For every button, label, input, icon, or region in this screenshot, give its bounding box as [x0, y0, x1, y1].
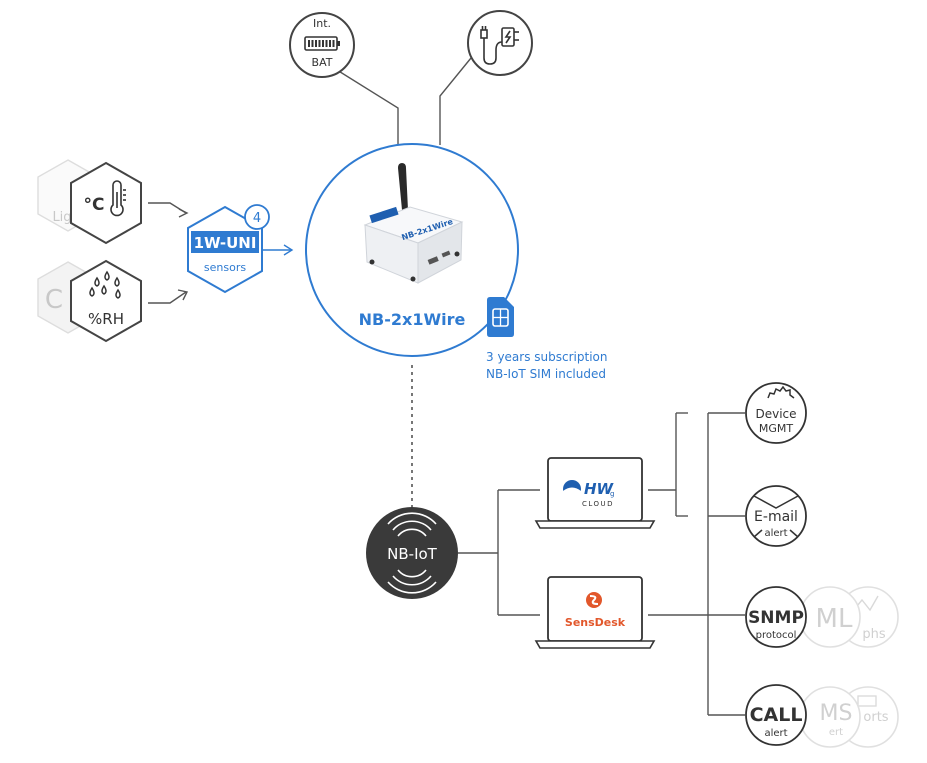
hwg-cloud-logo-icon	[563, 480, 581, 498]
hwg-logo-sub: g	[610, 490, 614, 498]
bus-sublabel: sensors	[204, 261, 246, 274]
device-mgmt-line1: Device	[755, 407, 796, 421]
call-alert-node: CALL alert	[745, 684, 807, 746]
nb-iot-label: NB-IoT	[387, 545, 438, 563]
ghost-light-label: Lig	[52, 210, 71, 225]
thermometer-icon	[110, 180, 126, 217]
bus-count-badge	[244, 204, 270, 230]
sms-ghost-sub: ert	[829, 727, 843, 738]
wireless-signal-icon	[387, 512, 437, 594]
nb-iot-node: NB-IoT	[366, 507, 458, 599]
bus-count: 4	[253, 211, 261, 226]
device-mgmt-node: Device MGMT	[745, 382, 807, 444]
hwg-cloud-laptop: HW g CLOUD	[534, 457, 656, 529]
sim-line1: 3 years subscription	[486, 350, 607, 364]
snmp-line2: protocol	[756, 630, 797, 641]
reports-ghost-label: orts	[863, 710, 888, 725]
sensdesk-label: SensDesk	[565, 616, 626, 629]
email-line1: E-mail	[754, 509, 798, 525]
battery-top-label: Int.	[313, 17, 331, 30]
battery-node: Int. BAT	[289, 12, 355, 78]
sensdesk-logo-icon	[586, 592, 602, 608]
temperature-unit: °C	[84, 195, 105, 215]
humidity-unit: %RH	[88, 310, 124, 328]
sim-line2: NB-IoT SIM included	[486, 367, 606, 381]
device-mgmt-line2: MGMT	[759, 422, 794, 435]
snmp-node: SNMP protocol	[745, 586, 807, 648]
ghost-features: phs ML orts MS ert	[799, 586, 899, 748]
gear-icon	[767, 385, 795, 399]
graphs-ghost-label: phs	[862, 627, 885, 642]
temperature-sensor: °C	[70, 161, 142, 245]
envelope-icon	[753, 495, 799, 538]
hwg-logo: HW	[584, 480, 615, 498]
call-line2: alert	[764, 728, 787, 739]
power-adapter-icon	[480, 26, 519, 65]
antenna-icon	[398, 163, 408, 210]
email-alert-node: E-mail alert	[745, 485, 807, 547]
arrow-heads	[177, 208, 294, 301]
xml-ghost-label: ML	[816, 604, 853, 634]
device-box-image: NB-2x1Wire	[363, 206, 464, 284]
ghost-co2-label: C	[45, 285, 63, 315]
call-line1: CALL	[750, 704, 803, 726]
snmp-line1: SNMP	[748, 608, 804, 628]
water-drops-icon	[89, 270, 121, 299]
connector-lines	[148, 57, 745, 716]
one-wire-bus-node: 1W-UNI sensors 4	[187, 204, 270, 294]
power-adapter-node	[467, 10, 533, 76]
battery-bottom-label: BAT	[312, 56, 333, 69]
sms-ghost-label: MS	[820, 701, 853, 726]
sensdesk-laptop: SensDesk	[534, 576, 656, 649]
device-node: NB-2x1Wire NB-2x1Wire	[305, 143, 519, 357]
email-line2: alert	[764, 528, 787, 539]
sim-card	[487, 297, 514, 337]
bus-label-bg	[191, 231, 259, 253]
hwg-cloud-label: CLOUD	[582, 500, 614, 508]
bus-label: 1W-UNI	[194, 234, 257, 252]
humidity-sensor: %RH	[70, 259, 142, 343]
device-name: NB-2x1Wire	[359, 310, 466, 329]
